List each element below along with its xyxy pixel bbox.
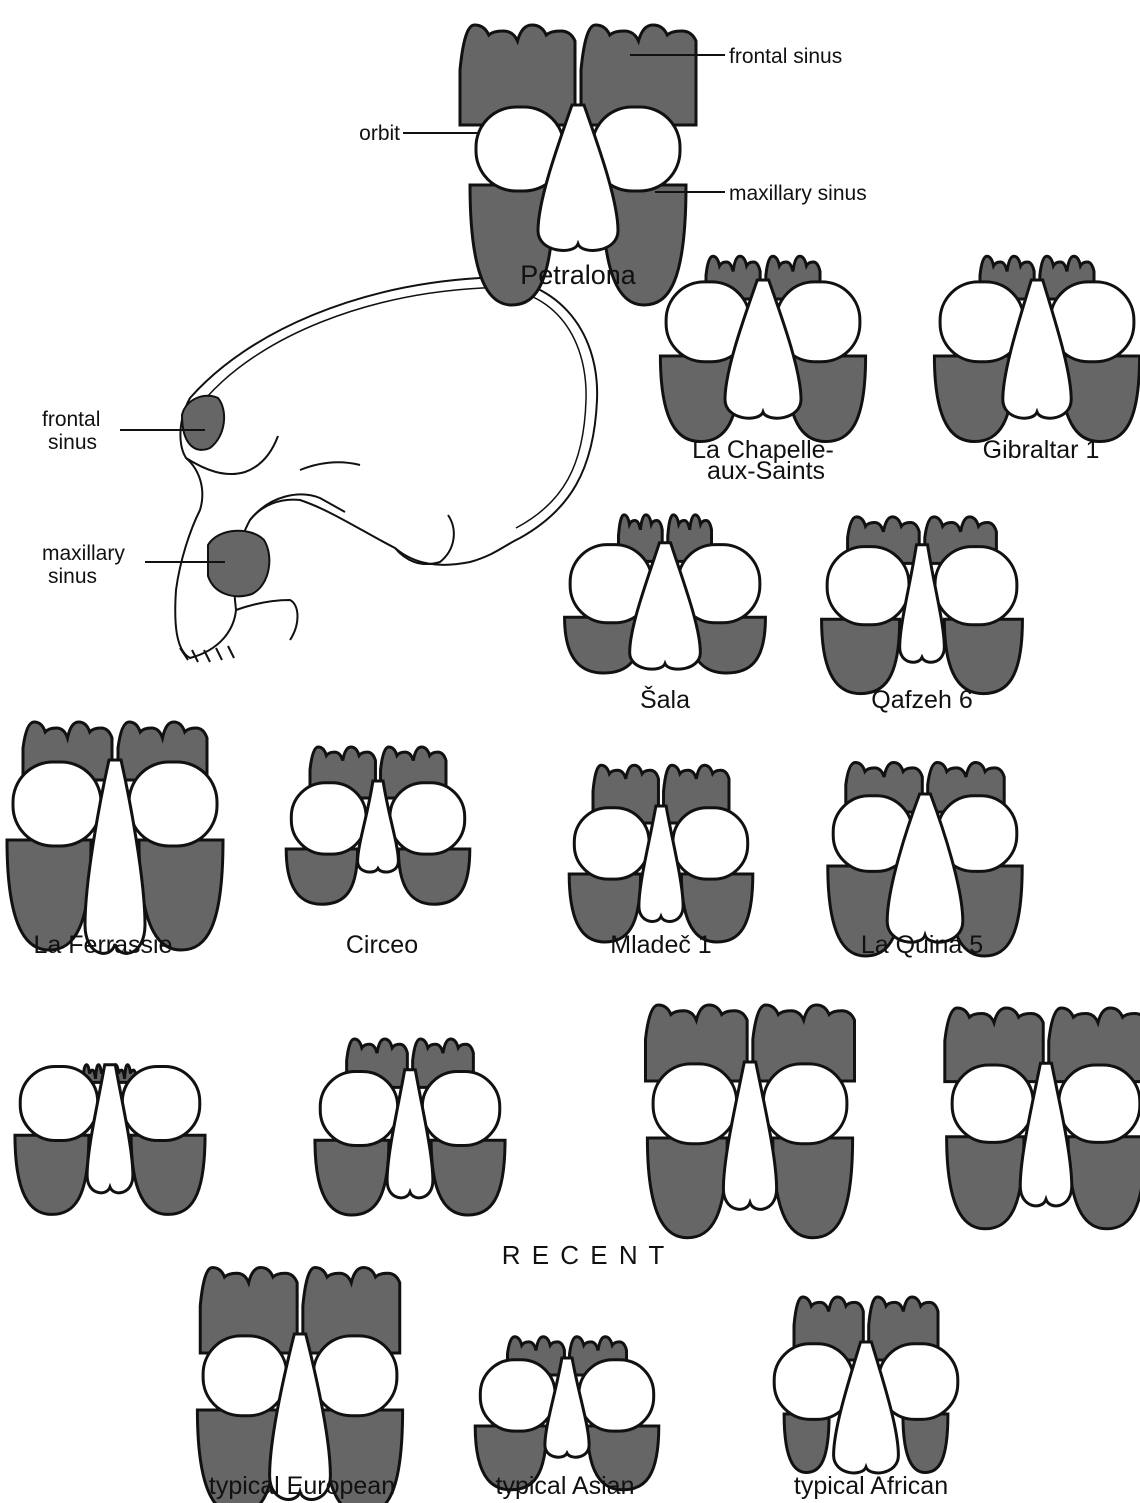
recent-heading: R E C E N T <box>502 1240 667 1270</box>
label-la-quina: La Quina 5 <box>861 931 983 959</box>
face-typical-european-orbit-left <box>203 1336 287 1416</box>
face-recent-1-maxillary-sinus-right <box>131 1135 205 1214</box>
label-qafzeh: Qafzeh 6 <box>871 686 972 714</box>
face-la-ferrassie-orbit-right <box>129 762 217 846</box>
face-typical-african-maxillary-sinus-left <box>784 1414 829 1473</box>
face-qafzeh-maxillary-sinus-left <box>822 619 900 693</box>
label-typical-european: typical European <box>209 1472 395 1500</box>
face-typical-asian-orbit-left <box>480 1360 555 1431</box>
face-recent-4 <box>945 1008 1140 1229</box>
face-recent-3 <box>646 1005 855 1238</box>
skull-frontal-label-line1: frontal <box>42 408 100 431</box>
face-la-ferrassie <box>7 722 223 953</box>
sinus-face-diagrams <box>7 25 1140 1503</box>
face-circeo-orbit-left <box>291 783 366 854</box>
face-gibraltar <box>934 256 1139 441</box>
face-recent-1-maxillary-sinus-left <box>15 1135 89 1214</box>
face-qafzeh-orbit-left <box>827 547 909 625</box>
face-recent-2-orbit-left <box>320 1072 397 1146</box>
skull-lateral-drawing <box>175 278 597 662</box>
face-circeo-maxillary-sinus-right <box>398 849 469 904</box>
face-recent-3-orbit-left <box>653 1064 737 1144</box>
face-recent-1-orbit-right <box>122 1067 199 1141</box>
skull-frontal-sinus-shape <box>182 396 224 450</box>
face-recent-4-orbit-left <box>952 1065 1033 1142</box>
face-recent-1 <box>15 1065 205 1215</box>
skull-frontal-label-line2: sinus <box>48 431 97 454</box>
maxillary-sinus-label: maxillary sinus <box>729 182 867 205</box>
label-mladec: Mladeč 1 <box>610 931 711 959</box>
face-recent-2-maxillary-sinus-left <box>315 1140 389 1215</box>
face-recent-1-orbit-left <box>20 1067 97 1141</box>
face-la-chapelle <box>660 256 865 441</box>
face-qafzeh-orbit-right <box>935 547 1017 625</box>
face-recent-3-orbit-right <box>763 1064 847 1144</box>
face-typical-european <box>197 1268 402 1503</box>
face-recent-4-maxillary-sinus-right <box>1068 1137 1140 1229</box>
skull-maxillary-sinus-shape <box>208 531 269 597</box>
face-recent-2 <box>315 1039 505 1215</box>
face-typical-asian <box>475 1337 659 1490</box>
face-circeo-orbit-right <box>390 783 465 854</box>
label-petralona: Petralona <box>520 260 637 290</box>
frontal-sinus-label: frontal sinus <box>729 45 842 68</box>
face-qafzeh <box>822 517 1023 694</box>
face-recent-3-maxillary-sinus-right <box>773 1138 853 1238</box>
label-typical-african: typical African <box>794 1472 948 1500</box>
face-mladec-orbit-left <box>574 808 649 879</box>
face-typical-african-maxillary-sinus-right <box>903 1414 948 1473</box>
face-recent-4-orbit-right <box>1059 1065 1140 1142</box>
face-recent-3-maxillary-sinus-left <box>647 1138 727 1238</box>
face-recent-2-maxillary-sinus-right <box>431 1140 505 1215</box>
label-la-chapelle-line2: aux-Saints <box>707 457 825 485</box>
face-la-ferrassie-orbit-left <box>13 762 101 846</box>
label-sala: Šala <box>640 685 690 714</box>
face-qafzeh-maxillary-sinus-right <box>944 619 1022 693</box>
label-gibraltar: Gibraltar 1 <box>983 436 1100 464</box>
face-circeo <box>286 747 470 904</box>
orbit-label: orbit <box>359 122 400 145</box>
face-typical-european-orbit-right <box>313 1336 397 1416</box>
face-mladec <box>569 765 753 942</box>
face-typical-asian-orbit-right <box>579 1360 654 1431</box>
face-recent-4-maxillary-sinus-left <box>947 1137 1024 1229</box>
label-circeo: Circeo <box>346 931 418 959</box>
face-recent-2-orbit-right <box>422 1072 499 1146</box>
skull-maxillary-label-line1: maxillary <box>42 542 125 565</box>
face-typical-african <box>774 1297 958 1473</box>
label-typical-asian: typical Asian <box>496 1472 635 1500</box>
label-la-ferrassie: La Ferrassie <box>34 931 173 959</box>
face-sala <box>565 515 766 673</box>
face-la-quina <box>828 763 1022 957</box>
face-circeo-maxillary-sinus-left <box>286 849 357 904</box>
skull-maxillary-label-line2: sinus <box>48 565 97 588</box>
face-mladec-orbit-right <box>673 808 748 879</box>
